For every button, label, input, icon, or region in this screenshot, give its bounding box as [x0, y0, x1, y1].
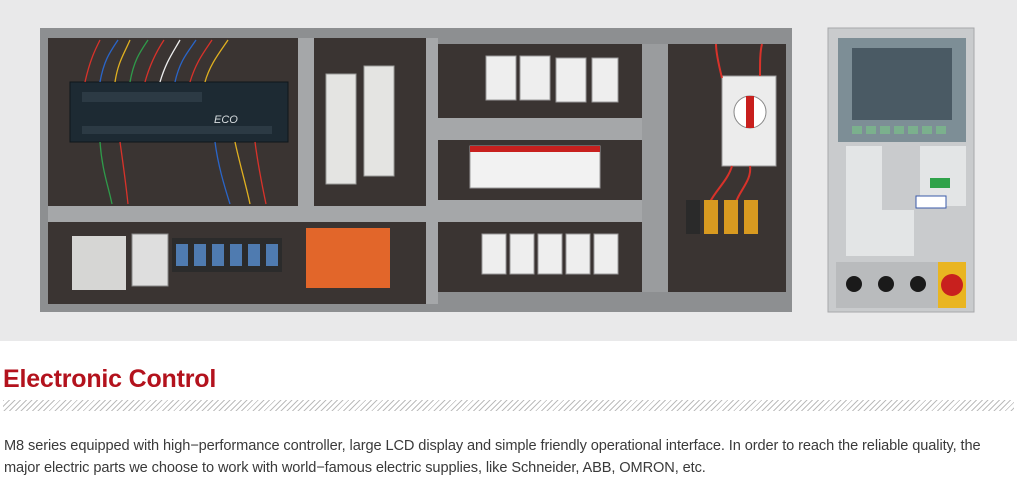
contactor-group-bottom	[481, 233, 619, 275]
emergency-stop-button	[941, 274, 963, 296]
din-rail	[48, 206, 426, 222]
switch-handle	[746, 96, 754, 128]
function-keys	[852, 126, 946, 134]
product-photo: ECO	[0, 0, 1017, 341]
hatched-divider	[3, 400, 1014, 411]
contactor-group-top	[485, 55, 619, 103]
wiring-bundle	[84, 39, 267, 205]
din-rail	[438, 118, 642, 140]
cable-duct	[642, 44, 668, 292]
board-connector-row	[82, 92, 202, 102]
electrical-cabinet-illustration: ECO	[40, 27, 975, 313]
start-button	[878, 276, 894, 292]
lcd-display	[852, 48, 952, 120]
breaker-row	[469, 145, 601, 189]
keypad	[846, 146, 966, 256]
terminal-block-row	[72, 233, 282, 290]
power-terminals	[686, 200, 758, 234]
cable-duct	[298, 38, 314, 206]
board-connector-row	[82, 126, 272, 134]
orange-terminal-board	[306, 228, 390, 288]
section-description: M8 series equipped with high−performance…	[4, 438, 981, 476]
key-switch	[846, 276, 862, 292]
stop-button	[910, 276, 926, 292]
section-title: Electronic Control	[3, 365, 217, 393]
cable-duct	[426, 38, 438, 304]
power-supply-unit	[325, 73, 357, 185]
controller-board-label: ECO	[214, 114, 238, 126]
din-rail	[438, 200, 642, 222]
meter-module	[131, 233, 169, 287]
power-supply-unit	[363, 65, 395, 177]
power-cables	[709, 43, 763, 203]
